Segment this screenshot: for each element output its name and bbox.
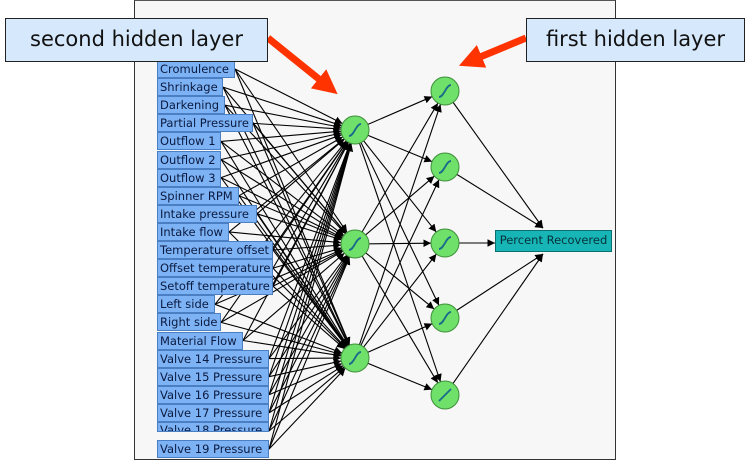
- edge-input-to-hidden: [272, 267, 346, 349]
- edge-input-to-hidden: [234, 68, 351, 346]
- edge-input-to-hidden: [268, 256, 350, 432]
- edge-input-to-hidden: [220, 128, 342, 142]
- input-node[interactable]: Left side: [157, 295, 215, 314]
- input-node[interactable]: Outflow 2: [157, 150, 221, 169]
- edge-input-to-hidden: [272, 141, 349, 269]
- edge-hidden-to-hidden: [354, 243, 439, 384]
- hidden-node-second-layer[interactable]: [340, 229, 370, 259]
- input-node[interactable]: Valve 16 Pressure: [157, 385, 269, 404]
- input-node[interactable]: Right side: [157, 313, 221, 332]
- hidden-node-first-layer[interactable]: [430, 380, 460, 410]
- edge-input-to-hidden: [268, 143, 352, 395]
- edge-hidden-to-hidden: [354, 243, 435, 310]
- input-node[interactable]: Setoff temperature: [157, 277, 273, 296]
- edge-input-to-hidden: [268, 367, 346, 450]
- edge-input-to-hidden: [242, 142, 349, 341]
- edge-input-to-hidden: [228, 231, 342, 246]
- output-node-percent-recovered[interactable]: Percent Recovered: [495, 230, 612, 252]
- edge-hidden-to-hidden: [354, 129, 440, 306]
- edge-input-to-hidden: [238, 136, 344, 197]
- hidden-node-first-layer[interactable]: [430, 152, 460, 182]
- sigmoid-activation-icon: [438, 311, 452, 325]
- edge-input-to-hidden: [222, 86, 342, 127]
- input-node[interactable]: Material Flow: [157, 331, 243, 350]
- edge-input-to-hidden: [268, 143, 352, 377]
- edge-hidden-to-hidden: [354, 175, 435, 245]
- input-node[interactable]: Intake flow: [157, 222, 229, 241]
- edge-input-to-hidden: [268, 255, 349, 396]
- input-node[interactable]: Valve 18 Pressure: [157, 422, 269, 432]
- input-node[interactable]: Outflow 1: [157, 132, 221, 151]
- sigmoid-activation-icon: [348, 351, 362, 365]
- edge-input-to-hidden: [224, 104, 342, 130]
- edge-input-to-hidden: [268, 256, 350, 414]
- edge-input-to-hidden: [220, 133, 342, 179]
- sigmoid-activation-icon: [348, 123, 362, 137]
- input-node[interactable]: Spinner RPM: [157, 186, 239, 205]
- linear-activation-icon: [438, 388, 452, 402]
- edge-input-to-hidden: [224, 104, 350, 346]
- edge-input-to-hidden: [256, 138, 345, 215]
- input-node[interactable]: Darkening: [157, 96, 225, 115]
- edge-hidden-to-hidden: [354, 179, 440, 359]
- input-node[interactable]: Partial Pressure: [157, 114, 253, 133]
- edge-hidden-to-hidden: [354, 253, 437, 359]
- input-node[interactable]: Intake pressure: [157, 204, 257, 223]
- edge-input-to-hidden: [272, 241, 342, 251]
- hidden-node-first-layer[interactable]: [430, 303, 460, 333]
- edge-hidden-to-output: [444, 253, 544, 319]
- hidden-node-second-layer[interactable]: [340, 343, 370, 373]
- edge-input-to-hidden: [268, 354, 342, 363]
- red-arrow-second-layer: [265, 35, 338, 95]
- edge-input-to-hidden: [242, 252, 345, 341]
- edge-input-to-hidden: [268, 256, 351, 450]
- edge-input-to-hidden: [272, 249, 343, 287]
- edge-input-to-hidden: [268, 142, 351, 359]
- edge-input-to-hidden: [220, 321, 342, 357]
- callout-second-hidden-layer: second hidden layer: [5, 18, 268, 62]
- edge-input-to-hidden: [238, 195, 343, 240]
- input-node[interactable]: Outflow 3: [157, 168, 221, 187]
- edge-input-to-hidden: [268, 255, 348, 377]
- edge-input-to-hidden: [220, 177, 343, 239]
- input-node[interactable]: Cromulence: [157, 60, 235, 78]
- hidden-node-first-layer[interactable]: [430, 76, 460, 106]
- input-node[interactable]: Valve 15 Pressure: [157, 367, 269, 386]
- edge-input-to-hidden: [252, 122, 342, 133]
- sigmoid-activation-icon: [348, 237, 362, 251]
- input-node[interactable]: Valve 17 Pressure: [157, 403, 269, 422]
- input-node[interactable]: Offset temperature: [157, 259, 273, 278]
- edge-input-to-hidden: [268, 143, 353, 432]
- hidden-node-second-layer[interactable]: [340, 115, 370, 145]
- edge-hidden-to-hidden: [354, 129, 442, 382]
- edge-hidden-to-hidden: [354, 129, 437, 233]
- edge-input-to-hidden: [220, 250, 344, 323]
- edge-input-to-hidden: [234, 68, 343, 125]
- edge-input-to-hidden: [256, 213, 342, 242]
- callout-first-hidden-layer: first hidden layer: [526, 18, 745, 62]
- sigmoid-activation-icon: [438, 160, 452, 174]
- sigmoid-activation-icon: [438, 236, 452, 250]
- edge-hidden-to-hidden: [354, 104, 442, 359]
- edge-input-to-hidden: [214, 303, 343, 354]
- input-node[interactable]: Valve 14 Pressure: [157, 349, 269, 368]
- edge-input-to-hidden: [220, 130, 342, 161]
- hidden-node-first-layer[interactable]: [430, 228, 460, 258]
- edge-input-to-hidden: [242, 339, 342, 359]
- edge-input-to-hidden: [268, 143, 354, 450]
- red-arrow-first-layer: [458, 34, 528, 68]
- edge-input-to-hidden: [272, 285, 345, 350]
- edge-hidden-to-output: [444, 90, 544, 229]
- input-node[interactable]: Shrinkage: [157, 78, 223, 97]
- edge-hidden-to-output: [444, 253, 544, 396]
- input-node[interactable]: Temperature offset: [157, 241, 273, 259]
- input-node[interactable]: Valve 19 Pressure: [157, 440, 269, 459]
- sigmoid-activation-icon: [438, 84, 452, 98]
- edge-input-to-hidden: [268, 143, 353, 414]
- edge-hidden-to-hidden: [354, 102, 439, 245]
- edge-hidden-to-output: [444, 166, 544, 229]
